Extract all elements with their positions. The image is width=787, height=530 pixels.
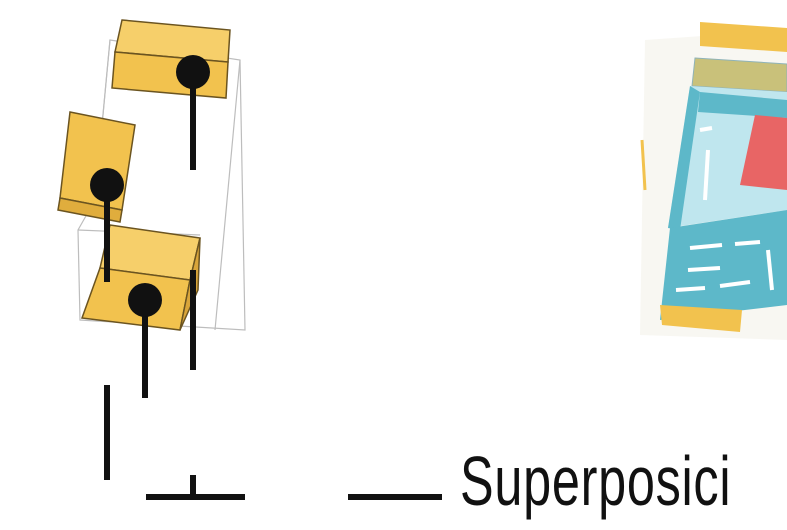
joint-dots: [90, 55, 210, 317]
block-top: [111, 19, 231, 99]
room-axonometric: [640, 22, 787, 340]
stacked-blocks-group: [57, 19, 246, 500]
block-middle: [57, 111, 136, 223]
diagram-label: Superposici: [460, 442, 732, 520]
floor-dash-marks: [675, 126, 774, 292]
